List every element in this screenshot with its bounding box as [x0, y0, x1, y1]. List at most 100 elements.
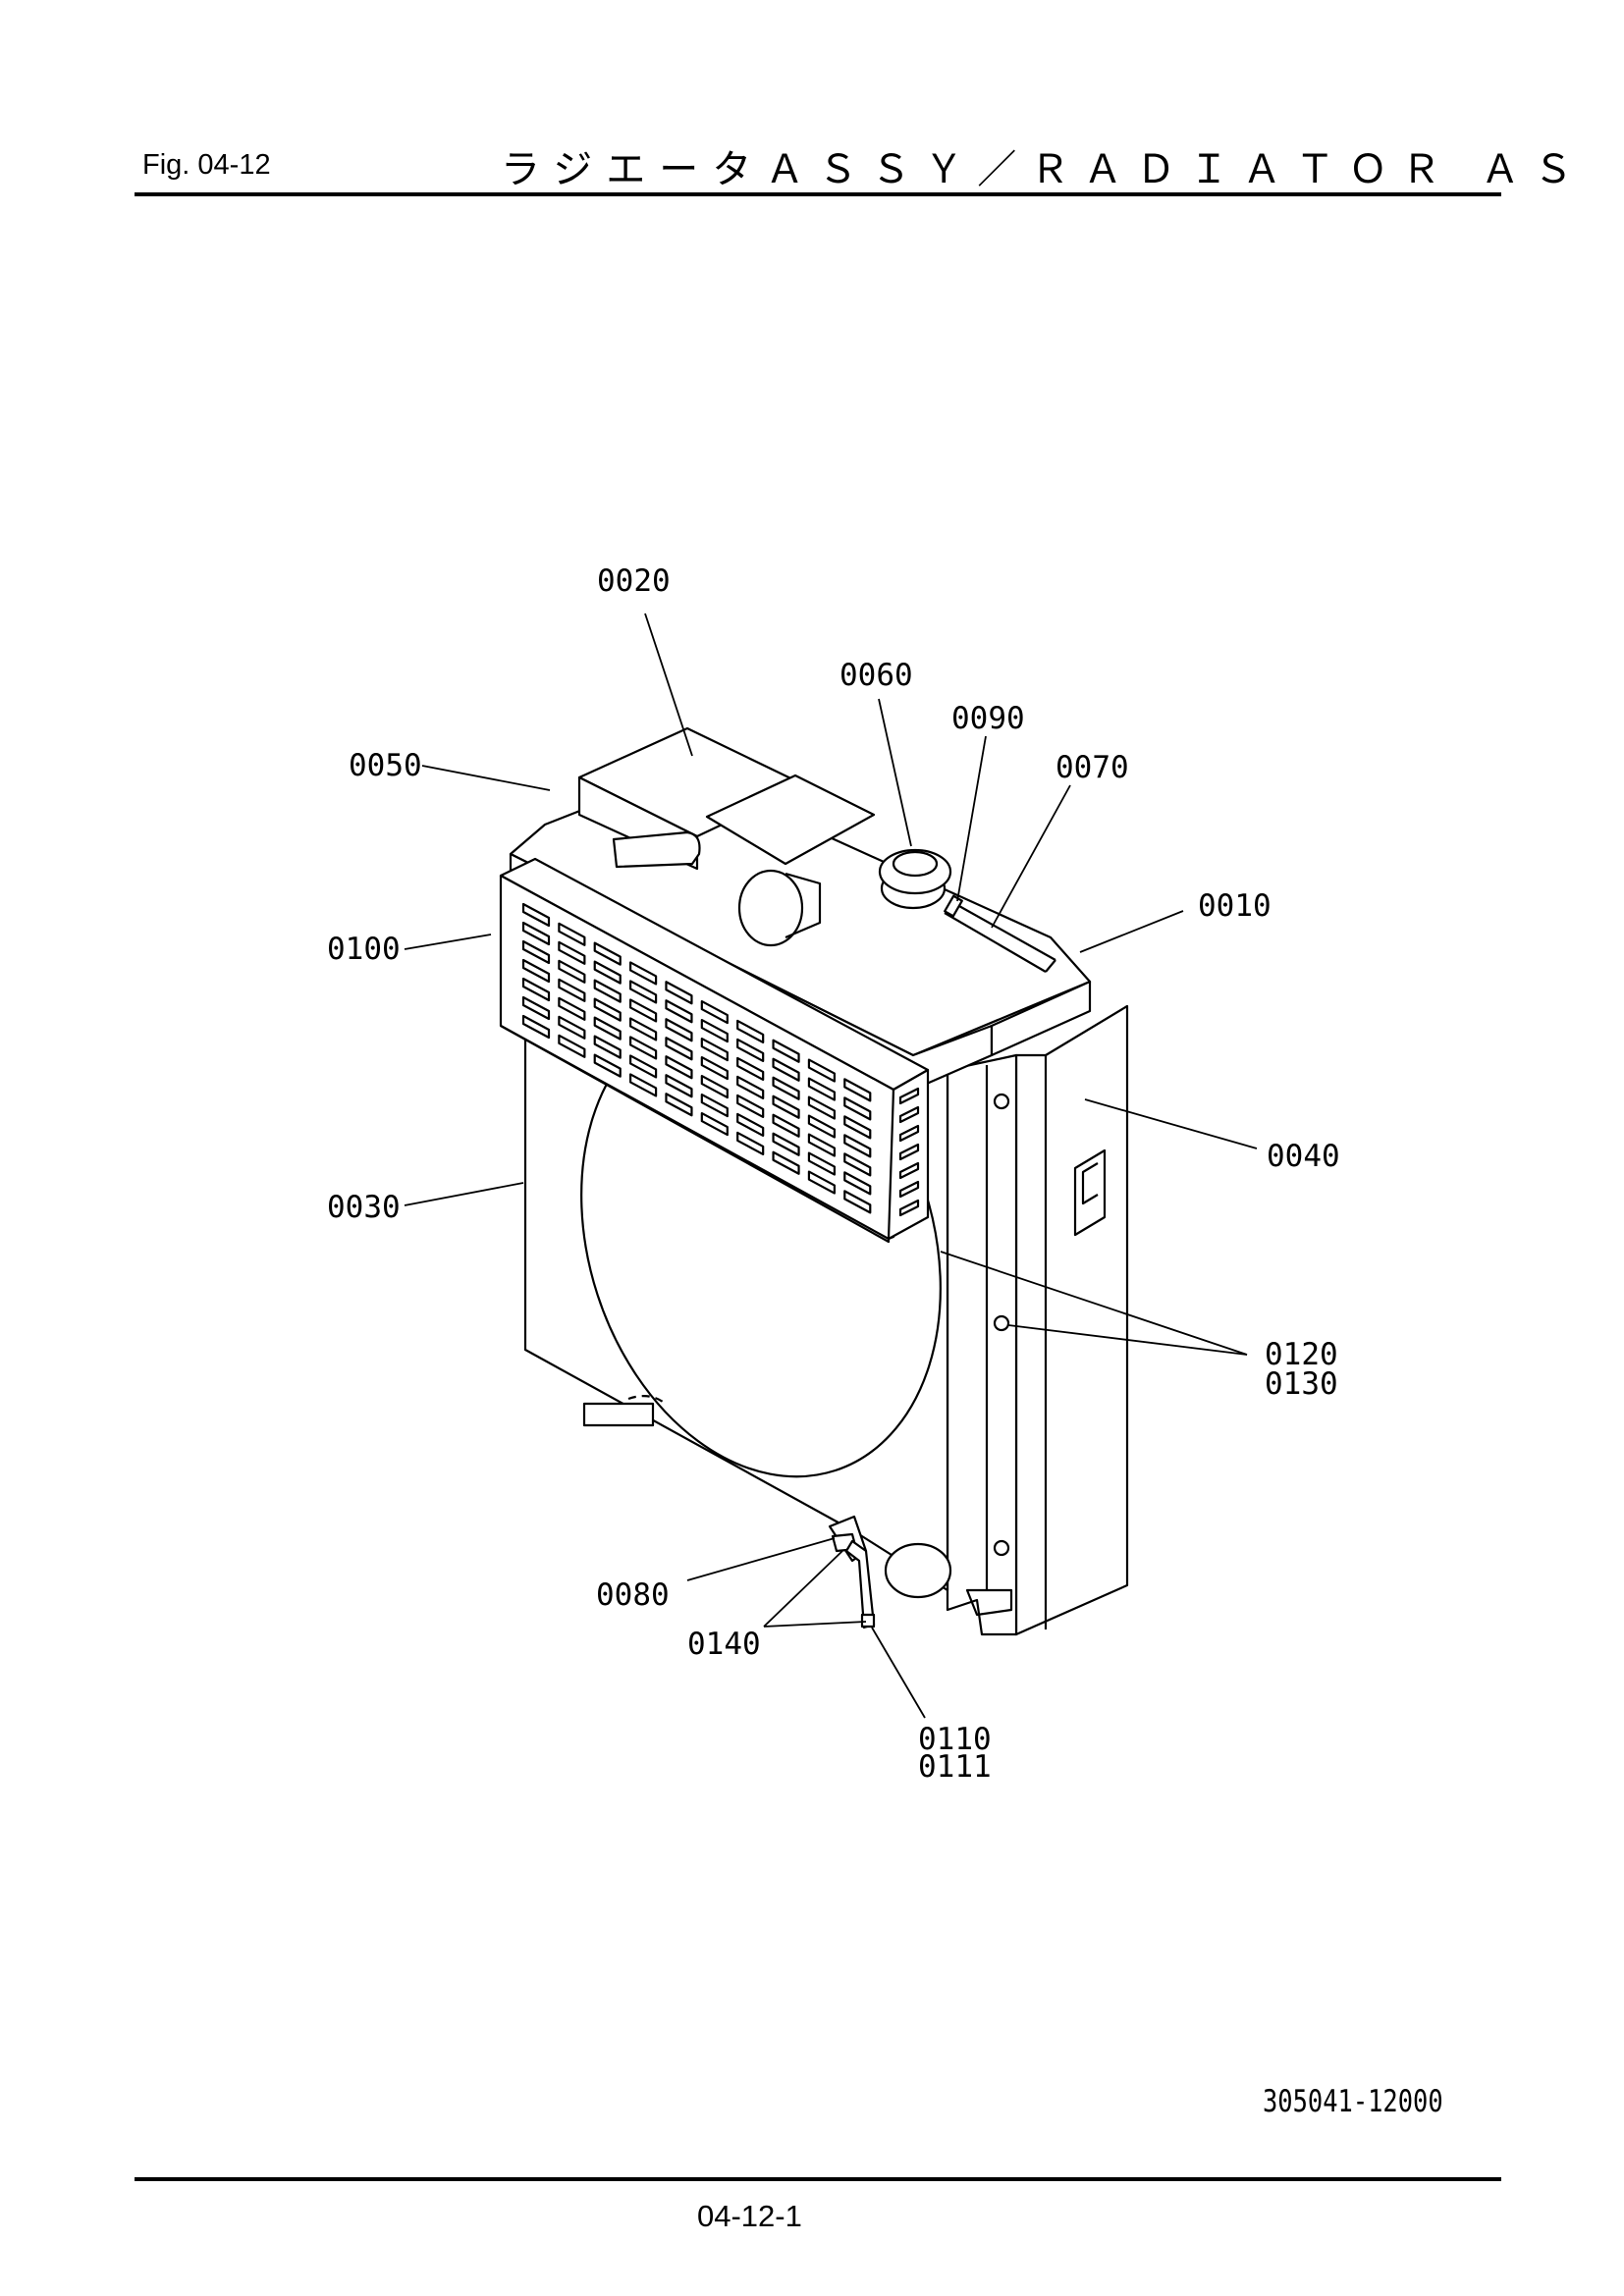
- grille-slot: [558, 922, 586, 946]
- grille-side-slot: [898, 1180, 920, 1199]
- grille-slot: [700, 1093, 729, 1118]
- grille-slot: [665, 1037, 693, 1061]
- upper-hose: [612, 830, 701, 869]
- grille-slot: [807, 1058, 837, 1083]
- grille-slot: [593, 979, 622, 1003]
- grille-slot: [772, 1057, 800, 1082]
- grille-slot: [628, 998, 658, 1023]
- leader-0100: [404, 934, 492, 950]
- grille-slot: [772, 1150, 800, 1175]
- grille-slot: [736, 1094, 765, 1119]
- grille-slot: [521, 921, 551, 946]
- grille-slot: [700, 1074, 729, 1099]
- grille-slot: [558, 1034, 586, 1058]
- grille-slot: [558, 940, 586, 965]
- grille-slot: [628, 1073, 658, 1097]
- overflow-pipe-end: [1045, 959, 1056, 973]
- leader-0070: [991, 784, 1071, 929]
- grille-slot: [665, 1018, 693, 1042]
- grille-slot: [593, 997, 622, 1022]
- grille-slot: [665, 1055, 693, 1080]
- callout-0130: 0130: [1265, 1366, 1338, 1402]
- grille-side-slot: [898, 1087, 920, 1105]
- leader-0060: [878, 698, 912, 847]
- inlet-pipe: [737, 869, 804, 947]
- grille-slot: [700, 1037, 729, 1062]
- grille-slot: [628, 980, 658, 1004]
- grille-slot: [521, 958, 551, 984]
- drain-hose-clamp: [860, 1613, 876, 1629]
- overflow-pipe-lower: [944, 912, 1047, 973]
- grille-slot: [665, 981, 693, 1005]
- grille-slot: [843, 1096, 872, 1121]
- callout-0060: 0060: [839, 658, 913, 693]
- leader-0120-a: [940, 1251, 1248, 1356]
- grille-slot: [772, 1113, 800, 1138]
- callout-0140: 0140: [687, 1627, 761, 1662]
- side-panel: [1014, 1004, 1129, 1636]
- grille-slot: [700, 1111, 729, 1137]
- grille-slot: [593, 1053, 622, 1078]
- grille-slot: [700, 999, 729, 1025]
- grille-slot: [521, 977, 551, 1002]
- footer-rule: [135, 2177, 1501, 2181]
- grille-slot: [628, 1054, 658, 1079]
- leader-0080: [686, 1537, 836, 1581]
- grille-side-slot: [898, 1124, 920, 1143]
- grille-slot: [736, 1112, 765, 1138]
- grille-side-slot: [898, 1199, 920, 1217]
- leader-0090: [956, 735, 987, 902]
- grille-slot: [772, 1095, 800, 1119]
- grille-slot: [807, 1077, 837, 1101]
- leader-0120-b: [1007, 1324, 1248, 1356]
- top-tank-right: [990, 980, 1092, 1057]
- side-panel-front: [946, 1053, 1018, 1636]
- grille-slot: [521, 995, 551, 1021]
- grille-slot: [843, 1115, 872, 1140]
- grille-slot: [772, 1076, 800, 1100]
- callout-0111: 0111: [918, 1749, 992, 1785]
- callout-0040: 0040: [1267, 1139, 1340, 1174]
- leader-0020: [644, 613, 693, 757]
- grille-slot: [843, 1078, 872, 1102]
- maker-logo: [1073, 1148, 1107, 1237]
- grille-side-slot: [898, 1143, 920, 1161]
- bolt-lower: [993, 1539, 1010, 1557]
- callout-0030: 0030: [327, 1190, 401, 1225]
- leader-0010: [1079, 910, 1184, 953]
- shroud-tab: [582, 1402, 655, 1427]
- callout-0090: 0090: [951, 701, 1025, 736]
- grille-slot: [843, 1190, 872, 1214]
- callout-0110: 0110: [918, 1722, 992, 1757]
- document-number: 305041-12000: [1263, 2084, 1443, 2119]
- grille-slot: [593, 941, 622, 966]
- grille-slot: [593, 1016, 622, 1041]
- grille-slot: [700, 1055, 729, 1081]
- inlet-pipe-body: [785, 872, 822, 939]
- grille-slot: [736, 1038, 765, 1063]
- grille-slot: [843, 1134, 872, 1158]
- grille-slot: [736, 1019, 765, 1044]
- shim-plate: [705, 774, 876, 866]
- grille-slot: [807, 1114, 837, 1139]
- callout-0120: 0120: [1265, 1337, 1338, 1372]
- callout-0010: 0010: [1198, 888, 1272, 924]
- radiator-cap-top: [892, 850, 939, 878]
- grille-slot: [521, 1014, 551, 1040]
- callout-0050: 0050: [349, 748, 422, 783]
- callout-0070: 0070: [1056, 750, 1129, 785]
- leader-0050: [421, 765, 551, 791]
- grille-slot: [628, 1017, 658, 1041]
- grille-slot: [558, 996, 586, 1021]
- bolt-middle: [993, 1314, 1010, 1332]
- leader-0030: [404, 1182, 524, 1206]
- grille-slot: [558, 978, 586, 1002]
- leader-0040: [1084, 1098, 1258, 1149]
- lower-outlet: [884, 1542, 952, 1599]
- grille-bottom-edge: [500, 1025, 890, 1240]
- grille-slot: [628, 1036, 658, 1060]
- leader-0140-b: [763, 1621, 867, 1628]
- grille-slot: [700, 1018, 729, 1043]
- grille-slot: [665, 999, 693, 1024]
- grille-slot: [772, 1132, 800, 1156]
